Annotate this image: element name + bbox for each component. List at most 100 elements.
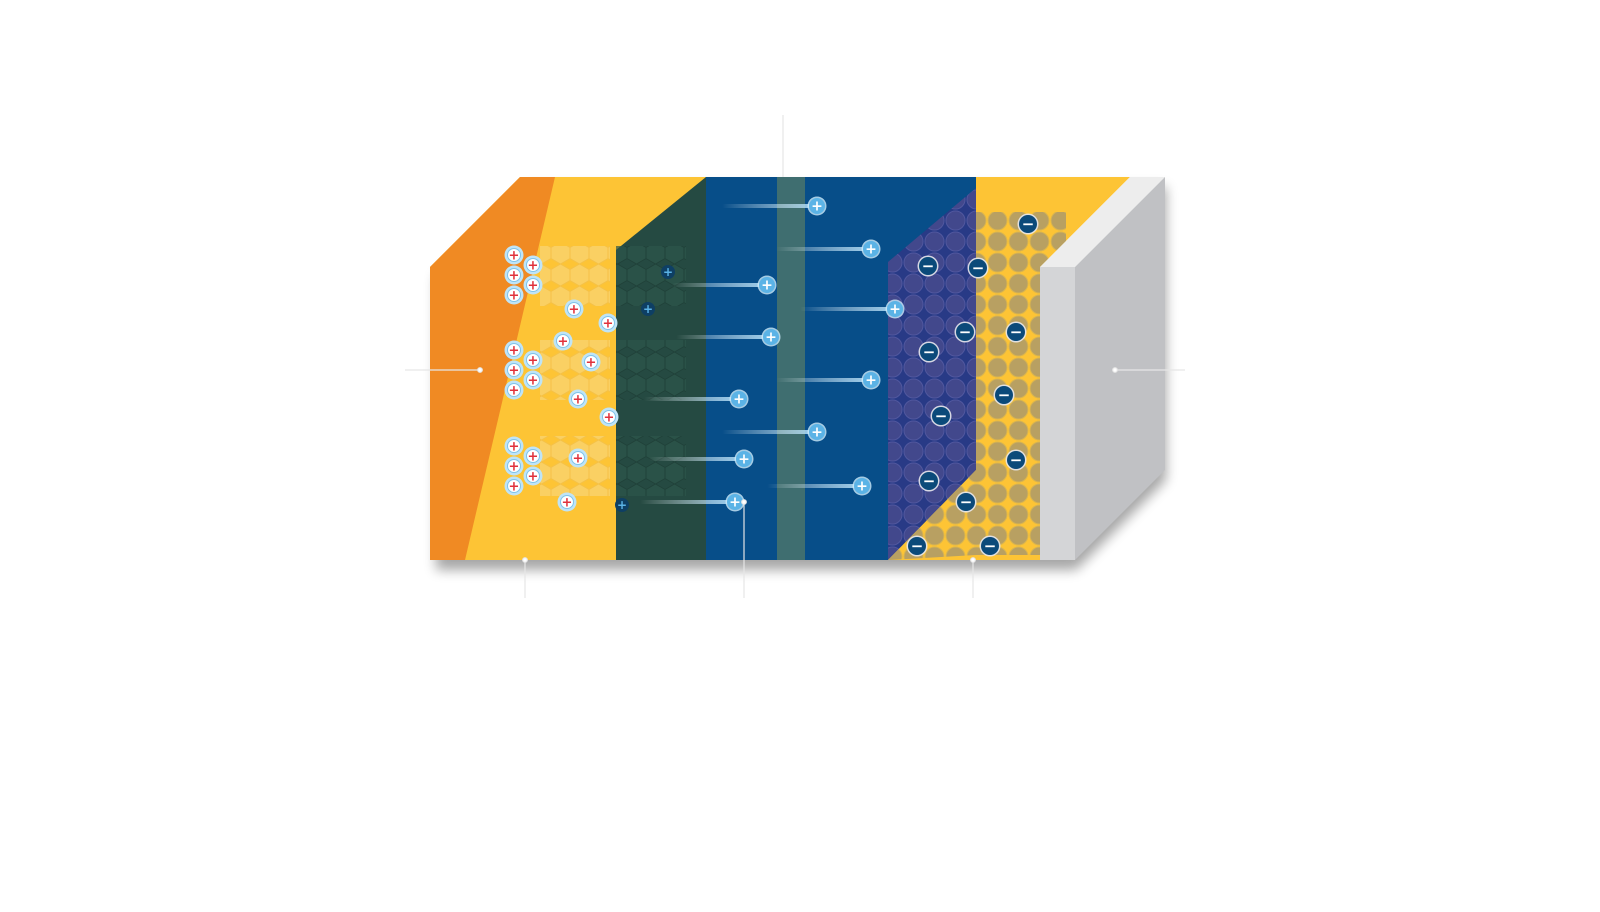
plus-circle-icon: + bbox=[523, 446, 543, 466]
plus-symbol: + bbox=[569, 303, 580, 318]
plus-circle-icon: + bbox=[807, 422, 827, 442]
ion-trail bbox=[776, 378, 871, 382]
plus-symbol: + bbox=[586, 356, 597, 371]
leader-dot-cathode bbox=[522, 557, 528, 563]
plus-symbol: + bbox=[528, 279, 539, 294]
plus-circle-icon: + bbox=[885, 299, 905, 319]
ion-trail bbox=[672, 283, 767, 287]
plus-circle-icon: + bbox=[568, 389, 588, 409]
plus-circle-icon: + bbox=[599, 407, 619, 427]
ion-trail bbox=[676, 335, 771, 339]
ion-trail bbox=[722, 204, 817, 208]
anode-particles-corner bbox=[888, 470, 976, 560]
plus-symbol: + bbox=[528, 354, 539, 369]
minus-circle-icon: − bbox=[979, 535, 1001, 557]
plus-circle-icon: + bbox=[504, 380, 524, 400]
plus-circle-icon: + bbox=[523, 255, 543, 275]
plus-circle-icon: + bbox=[504, 456, 524, 476]
minus-symbol: − bbox=[923, 472, 936, 490]
plus-symbol: + bbox=[765, 330, 777, 346]
minus-circle-icon: − bbox=[906, 535, 928, 557]
minus-circle-icon: − bbox=[993, 384, 1015, 406]
plus-circle-icon: + bbox=[553, 331, 573, 351]
plus-circle-icon: + bbox=[504, 285, 524, 305]
leader-dot-electrolyte bbox=[741, 499, 747, 505]
minus-symbol: − bbox=[1010, 451, 1023, 469]
plus-circle-icon: + bbox=[504, 245, 524, 265]
minus-symbol: − bbox=[960, 493, 973, 511]
plus-symbol: + bbox=[738, 452, 750, 468]
plus-circle-icon: + bbox=[581, 352, 601, 372]
charge-particles: +++++++++++++++++++++++++++++++++++++−−−… bbox=[504, 196, 1039, 557]
minus-circle-icon: − bbox=[930, 405, 952, 427]
plus-symbol: + bbox=[509, 384, 520, 399]
ion-trails bbox=[640, 204, 895, 504]
plus-symbol: + bbox=[509, 269, 520, 284]
plus-circle-icon: + bbox=[861, 239, 881, 259]
minus-circle-icon: − bbox=[955, 491, 977, 513]
plus-symbol: + bbox=[604, 411, 615, 426]
plus-symbol: + bbox=[889, 302, 901, 318]
plus-circle-icon: + bbox=[504, 436, 524, 456]
plus-circle-icon: + bbox=[504, 360, 524, 380]
plus-circle-icon: + bbox=[523, 370, 543, 390]
minus-symbol: − bbox=[923, 343, 936, 361]
minus-symbol: − bbox=[922, 257, 935, 275]
plus-circle-icon: + bbox=[615, 498, 629, 512]
plus-symbol: + bbox=[573, 393, 584, 408]
plus-symbol: + bbox=[865, 242, 877, 258]
minus-circle-icon: − bbox=[917, 255, 939, 277]
plus-symbol: + bbox=[509, 460, 520, 475]
plus-symbol: + bbox=[856, 479, 868, 495]
plus-symbol: + bbox=[509, 364, 520, 379]
ion-trail bbox=[776, 247, 871, 251]
plus-circle-icon: + bbox=[504, 476, 524, 496]
plus-circle-icon: + bbox=[568, 448, 588, 468]
plus-circle-icon: + bbox=[761, 327, 781, 347]
ion-trail bbox=[800, 307, 895, 311]
callout-leaders bbox=[405, 115, 1185, 598]
plus-symbol: + bbox=[562, 496, 573, 511]
plus-symbol: + bbox=[729, 495, 741, 511]
plus-symbol: + bbox=[811, 199, 823, 215]
plus-symbol: + bbox=[663, 265, 673, 279]
plus-symbol: + bbox=[528, 450, 539, 465]
plus-symbol: + bbox=[733, 392, 745, 408]
plus-circle-icon: + bbox=[757, 275, 777, 295]
plus-circle-icon: + bbox=[523, 350, 543, 370]
anode-collector-front bbox=[1040, 267, 1075, 560]
ion-trail bbox=[644, 397, 739, 401]
interface-lattice bbox=[616, 246, 686, 306]
minus-symbol: − bbox=[1010, 323, 1023, 341]
plus-circle-icon: + bbox=[557, 492, 577, 512]
minus-circle-icon: − bbox=[1005, 321, 1027, 343]
plus-circle-icon: + bbox=[641, 302, 655, 316]
plus-symbol: + bbox=[509, 480, 520, 495]
plus-symbol: + bbox=[573, 452, 584, 467]
plus-symbol: + bbox=[617, 498, 627, 512]
plus-circle-icon: + bbox=[852, 476, 872, 496]
ion-trail bbox=[649, 457, 744, 461]
minus-circle-icon: − bbox=[1017, 213, 1039, 235]
leader-dot-anode bbox=[970, 557, 976, 563]
minus-symbol: − bbox=[959, 323, 972, 341]
leader-dot-right bbox=[1112, 367, 1118, 373]
plus-symbol: + bbox=[509, 344, 520, 359]
leader-dot-left bbox=[477, 367, 483, 373]
interface-lattice bbox=[616, 340, 686, 400]
minus-symbol: − bbox=[998, 386, 1011, 404]
minus-symbol: − bbox=[911, 537, 924, 555]
plus-circle-icon: + bbox=[725, 492, 745, 512]
plus-symbol: + bbox=[509, 440, 520, 455]
anode-collector-top bbox=[1040, 177, 1165, 267]
minus-circle-icon: − bbox=[918, 341, 940, 363]
minus-circle-icon: − bbox=[954, 321, 976, 343]
plus-symbol: + bbox=[865, 373, 877, 389]
plus-symbol: + bbox=[528, 259, 539, 274]
plus-circle-icon: + bbox=[504, 340, 524, 360]
minus-circle-icon: − bbox=[1005, 449, 1027, 471]
plus-circle-icon: + bbox=[523, 466, 543, 486]
minus-symbol: − bbox=[984, 537, 997, 555]
plus-circle-icon: + bbox=[661, 265, 675, 279]
cathode-lattice bbox=[540, 246, 610, 306]
